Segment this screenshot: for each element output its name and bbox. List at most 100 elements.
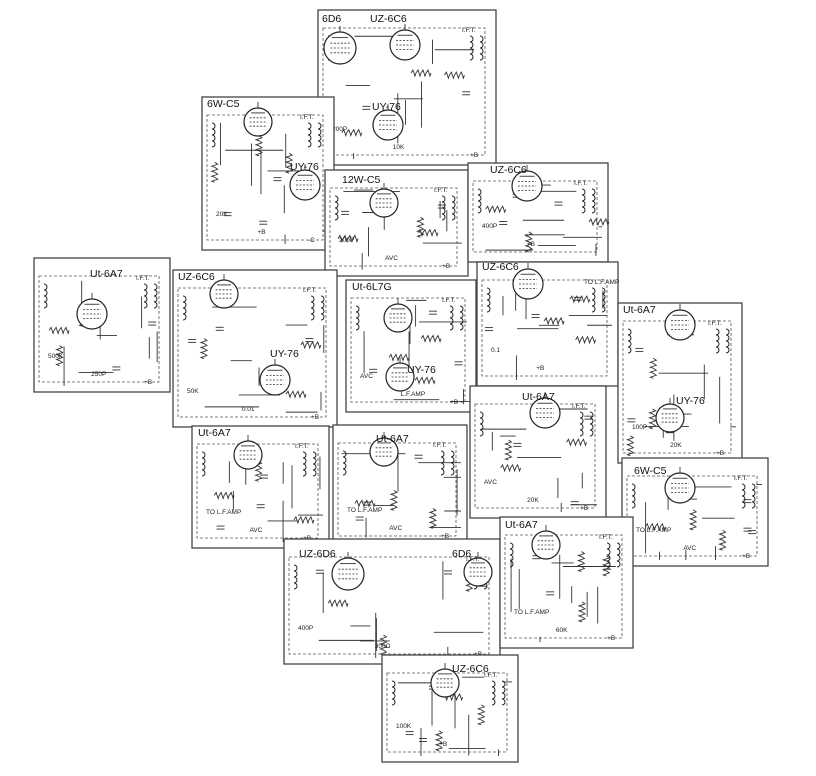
- component-label: TO L.F.AMP: [206, 509, 241, 516]
- tube-label: Ut-6A7: [376, 433, 409, 445]
- vacuum-tube: [289, 164, 321, 201]
- component-label: AVC: [360, 373, 373, 380]
- component-label: AVC: [250, 527, 263, 534]
- component-label: I.F.T.: [572, 403, 586, 410]
- tube-label: UZ-6D6: [299, 548, 336, 560]
- component-label: I.F.T.: [433, 442, 447, 449]
- tube-label: UZ-6C6: [178, 271, 215, 283]
- vacuum-tube: [463, 552, 493, 587]
- component-label: +B: [470, 152, 478, 159]
- tube-label: 6D6: [322, 13, 341, 25]
- tube-label: UY-76: [372, 101, 401, 113]
- tube-label: Ut-6A7: [522, 391, 555, 403]
- component-label: TO L.F.AMP: [636, 527, 671, 534]
- tube-label: Ut-6A7: [198, 427, 231, 439]
- component-label: 250P: [91, 371, 106, 378]
- component-label: I.F.T.: [434, 187, 448, 194]
- component-label: +B: [580, 505, 588, 512]
- tube-label: UZ-6C6: [370, 13, 407, 25]
- tube-label: 12W-C5: [342, 174, 380, 186]
- vacuum-tube: [385, 357, 415, 392]
- component-label: 20K: [670, 442, 682, 449]
- component-label: I.F.T.: [303, 287, 317, 294]
- vacuum-tube: [259, 359, 291, 396]
- component-label: -C: [308, 237, 315, 244]
- tube-label: UY-76: [407, 364, 436, 376]
- component-label: I.F.T.: [462, 27, 476, 34]
- tube-label: 6D6: [452, 548, 471, 560]
- component-label: 400P: [298, 625, 313, 632]
- component-label: +B: [144, 379, 152, 386]
- component-label: AVC: [484, 479, 497, 486]
- vacuum-tube: [323, 26, 357, 65]
- component-label: 60K: [556, 627, 568, 634]
- component-label: AVC: [385, 255, 398, 262]
- vacuum-tube: [209, 274, 239, 309]
- component-label: 20K: [216, 211, 228, 218]
- tube-label: UZ-6C6: [490, 164, 527, 176]
- component-label: 50K: [187, 388, 199, 395]
- component-label: I.F.T.: [599, 534, 613, 541]
- component-label: TO L.F.AMP: [514, 609, 549, 616]
- component-label: 100P: [632, 424, 647, 431]
- component-label: 200P: [339, 237, 354, 244]
- component-label: I.F.T.: [442, 297, 456, 304]
- vacuum-tube: [529, 392, 561, 429]
- schematic-panel: 12W-C5I.F.T. 200P AVC +B: [324, 169, 469, 277]
- tube-label: Ut-6A7: [90, 268, 123, 280]
- vacuum-tube: [331, 552, 365, 591]
- vacuum-tube: [233, 435, 263, 470]
- vacuum-tube: [369, 432, 399, 467]
- vacuum-tube: [389, 24, 421, 61]
- vacuum-tube: [512, 263, 544, 300]
- vacuum-tube: [372, 104, 404, 141]
- component-label: 0.01: [242, 406, 255, 413]
- component-label: +B: [607, 635, 615, 642]
- component-label: +B: [742, 553, 750, 560]
- vacuum-tube: [243, 102, 273, 137]
- vacuum-tube: [511, 165, 543, 202]
- component-label: TO L.F.AMP: [584, 279, 619, 286]
- component-label: 200P: [332, 126, 347, 133]
- tube-label: 6W-C5: [207, 98, 240, 110]
- tube-label: Ut-6L7G: [352, 281, 392, 293]
- vacuum-tube: [383, 298, 413, 333]
- component-label: 100K: [396, 723, 412, 730]
- component-label: I.F.T.: [295, 443, 309, 450]
- tube-label: 6W-C5: [634, 465, 667, 477]
- component-label: +B: [311, 414, 319, 421]
- component-label: I.F.T.: [708, 320, 722, 327]
- component-label: +B: [527, 241, 535, 248]
- component-label: AVC: [389, 525, 402, 532]
- component-label: I.F.T.: [136, 275, 150, 282]
- component-label: 0.1: [491, 347, 500, 354]
- tube-label: UY-76: [290, 161, 319, 173]
- component-label: +B: [442, 263, 450, 270]
- vacuum-tube: [369, 183, 399, 218]
- tube-label: UY-76: [270, 348, 299, 360]
- vacuum-tube: [664, 467, 696, 504]
- component-label: 300Ω: [375, 643, 391, 650]
- component-label: I.F.T.: [734, 475, 748, 482]
- component-label: 10K: [393, 144, 405, 151]
- tube-label: UZ-6C6: [452, 663, 489, 675]
- component-label: +B: [716, 450, 724, 457]
- vacuum-tube: [655, 398, 685, 433]
- tube-label: UZ-6C6: [482, 261, 519, 273]
- component-label: +B: [439, 741, 447, 748]
- component-label: +B: [257, 229, 265, 236]
